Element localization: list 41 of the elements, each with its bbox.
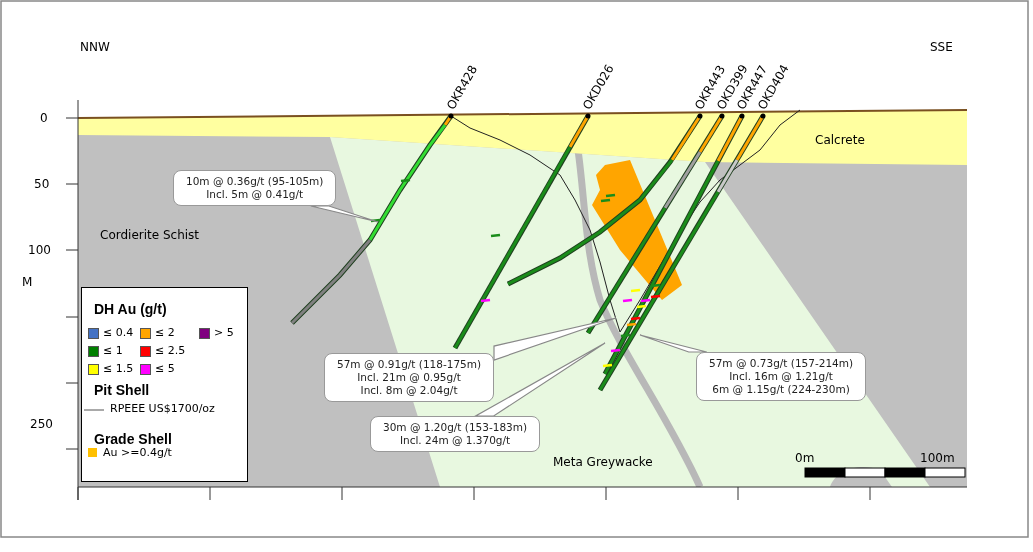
callout-box xyxy=(696,352,867,401)
scale-label: 100m xyxy=(920,451,955,465)
legend-text: Au >=0.4g/t xyxy=(103,447,172,459)
scale-label: 0m xyxy=(795,451,815,465)
callout-text: Incl. 24m @ 1.370g/t xyxy=(398,434,512,447)
callout-text: Incl. 5m @ 0.41g/t xyxy=(205,188,305,201)
legend-text: ≤ 2.5 xyxy=(155,345,186,357)
axis-title: M xyxy=(22,275,33,289)
legend-heading: DH Au (g/t) xyxy=(94,302,167,316)
legend-text: ≤ 5 xyxy=(155,363,175,375)
legend-text: ≤ 0.4 xyxy=(103,327,134,339)
callout-box xyxy=(324,353,495,402)
axis-tick-label: 250 xyxy=(30,417,53,431)
legend-text: ≤ 2 xyxy=(155,327,175,339)
legend-text: RPEEE US$1700/oz xyxy=(110,403,215,415)
legend-text: ≤ 1.5 xyxy=(103,363,134,375)
callout-text: Incl. 8m @ 2.04g/t xyxy=(359,384,459,397)
leader-line xyxy=(475,342,606,417)
callout-text: 6m @ 1.15g/t (224-230m) xyxy=(711,383,851,396)
direction-label: NNW xyxy=(80,40,110,54)
rock-unit-label: Meta Greywacke xyxy=(553,455,653,469)
callout-text: 10m @ 0.36g/t (95-105m) xyxy=(186,175,324,188)
legend-text: > 5 xyxy=(214,327,234,339)
axis-tick-label: 100 xyxy=(28,243,51,257)
leader-line xyxy=(639,334,708,353)
rock-unit-label: Cordierite Schist xyxy=(100,228,200,242)
axis-tick-label: 0 xyxy=(40,111,48,125)
callout-text: Incl. 16m @ 1.21g/t xyxy=(728,370,834,383)
callout-text: Incl. 21m @ 0.95g/t xyxy=(356,371,462,384)
rock-unit-label: Calcrete xyxy=(815,133,865,147)
direction-label: SSE xyxy=(930,40,953,54)
callout-text: 57m @ 0.73g/t (157-214m) xyxy=(709,357,854,370)
callout-box xyxy=(370,416,541,452)
callout-text: 57m @ 0.91g/t (118-175m) xyxy=(337,358,482,371)
callout-text: 30m @ 1.20g/t (153-183m) xyxy=(383,421,528,434)
legend-heading: Grade Shell xyxy=(94,432,172,446)
leader-line xyxy=(493,317,617,361)
axis-tick-label: 50 xyxy=(34,177,50,191)
leader-line xyxy=(310,205,379,223)
legend-text: ≤ 1 xyxy=(103,345,123,357)
legend-heading: Pit Shell xyxy=(94,383,150,397)
